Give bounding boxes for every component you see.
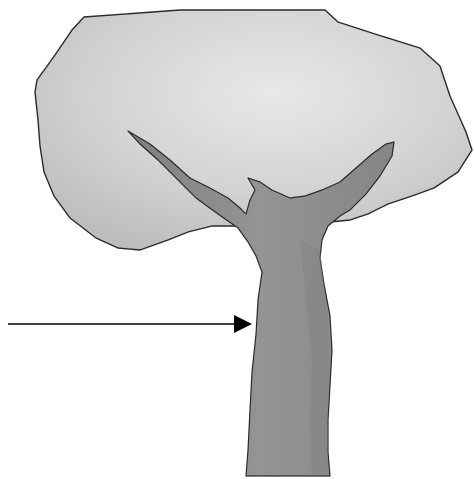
- tree-diagram: [0, 0, 474, 479]
